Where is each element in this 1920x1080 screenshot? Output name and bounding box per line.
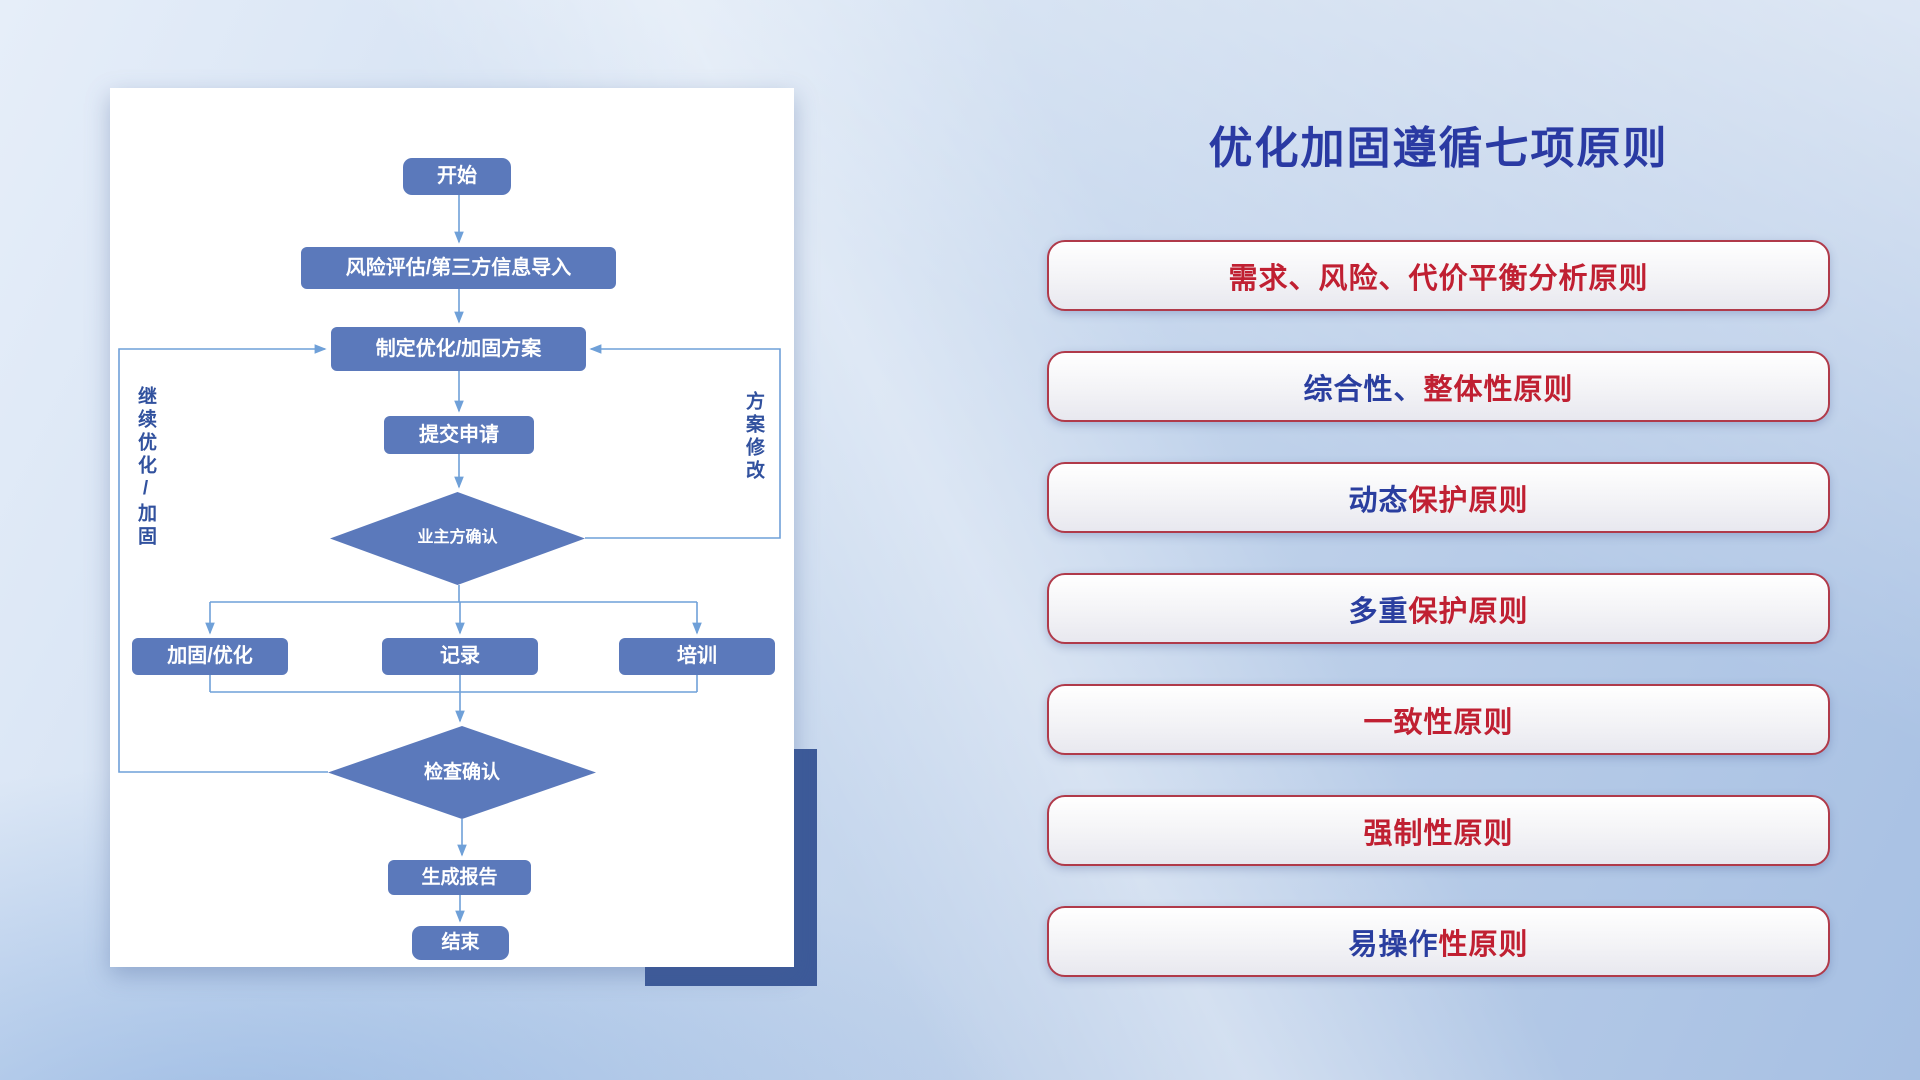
principle-item: 动态保护原则 bbox=[1047, 462, 1830, 533]
principle-item: 需求、风险、代价平衡分析原则 bbox=[1047, 240, 1830, 311]
flow-node-harden-optimize: 加固/优化 bbox=[132, 638, 288, 675]
loop-label-continue-optimize: 继续优化/加固 bbox=[135, 386, 156, 549]
flowchart-card: 开始 风险评估/第三方信息导入 制定优化/加固方案 提交申请 业主方确认 加固/… bbox=[110, 88, 794, 967]
principle-item: 易操作性原则 bbox=[1047, 906, 1830, 977]
flow-node-record: 记录 bbox=[382, 638, 538, 675]
flow-connectors bbox=[118, 195, 781, 923]
flow-node-training: 培训 bbox=[619, 638, 775, 675]
loop-label-plan-revise: 方案修改 bbox=[743, 391, 764, 483]
flow-node-end: 结束 bbox=[412, 926, 509, 960]
flow-node-risk-import: 风险评估/第三方信息导入 bbox=[301, 247, 616, 289]
principle-item: 一致性原则 bbox=[1047, 684, 1830, 755]
principles-list: 需求、风险、代价平衡分析原则 综合性、整体性原则 动态保护原则 多重保护原则 一… bbox=[1047, 240, 1830, 977]
flow-node-start: 开始 bbox=[403, 158, 511, 195]
page-title: 优化加固遵循七项原则 bbox=[1208, 124, 1669, 173]
flow-node-submit: 提交申请 bbox=[384, 416, 534, 454]
principle-item: 强制性原则 bbox=[1047, 795, 1830, 866]
flow-node-make-plan: 制定优化/加固方案 bbox=[331, 327, 586, 371]
principle-item: 综合性、整体性原则 bbox=[1047, 351, 1830, 422]
flow-node-generate-report: 生成报告 bbox=[388, 860, 531, 895]
principle-item: 多重保护原则 bbox=[1047, 573, 1830, 644]
